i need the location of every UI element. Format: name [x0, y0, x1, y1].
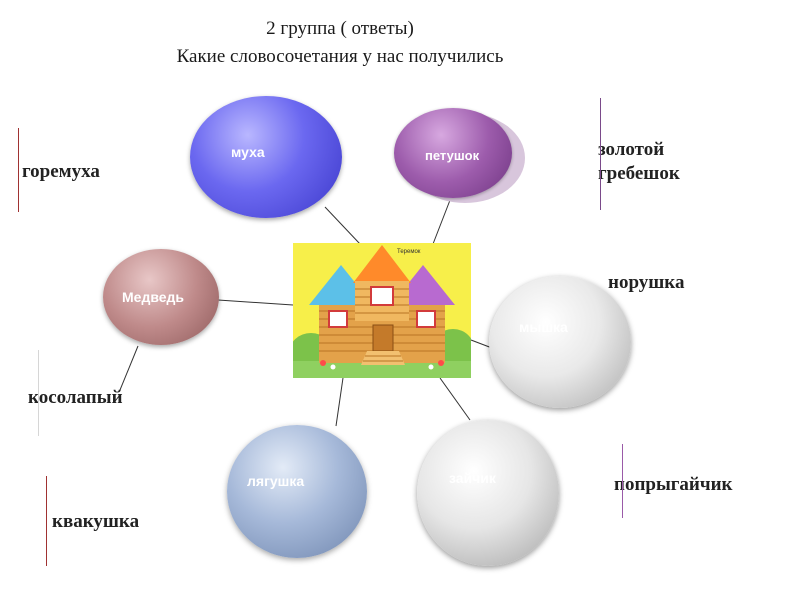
answer-norushka: норушка	[608, 272, 685, 293]
answer-zolotoy: золотой	[598, 139, 665, 160]
bubble-medved-label: Медведь	[122, 289, 185, 305]
bubble-lyagushka-label: лягушка	[247, 473, 305, 489]
bubble-mukha: муха	[190, 96, 342, 218]
bubble-mukha-label: муха	[231, 144, 265, 160]
bubble-zaychik-label: зайчик	[449, 470, 496, 486]
answer-kosolapy-marker	[38, 350, 39, 436]
answer-goremukha-marker	[18, 128, 19, 212]
answer-kosolapy: косолапый	[28, 387, 123, 408]
answer-poprygaychik: попрыгайчик	[614, 474, 733, 495]
connector-myshka	[470, 339, 493, 349]
bubble-zaychik: зайчик	[417, 420, 559, 566]
connector-medved-kosolapy	[119, 345, 139, 391]
connector-petushok	[432, 194, 453, 245]
bubble-medved: Медведь	[103, 249, 219, 345]
connector-lyagushka	[335, 377, 344, 427]
bubble-petushok-label: петушок	[425, 148, 480, 163]
title-line-1: 2 группа ( ответы)	[266, 18, 414, 39]
connector-zaychik	[439, 377, 471, 421]
answer-goremukha: горемуха	[22, 161, 100, 182]
answer-kvakushka: квакушка	[52, 511, 140, 532]
bubble-myshka: мышка	[489, 276, 631, 408]
connector-medved	[217, 299, 294, 306]
answer-poprygaychik-marker	[622, 444, 623, 518]
teremok-image: Теремок	[293, 243, 471, 378]
bubble-petushok: петушок	[394, 108, 512, 198]
connector-mukha	[324, 206, 361, 245]
answer-grebeshok: гребешок	[598, 163, 680, 184]
answer-zolotoy-marker	[600, 98, 601, 210]
bubble-myshka-label: мышка	[519, 319, 568, 335]
teremok-caption: Теремок	[397, 249, 421, 255]
bubble-lyagushka: лягушка	[227, 425, 367, 558]
house-illustration	[293, 243, 471, 378]
answer-kvakushka-marker	[46, 476, 47, 566]
title-line-2: Какие словосочетания у нас получились	[176, 46, 504, 67]
